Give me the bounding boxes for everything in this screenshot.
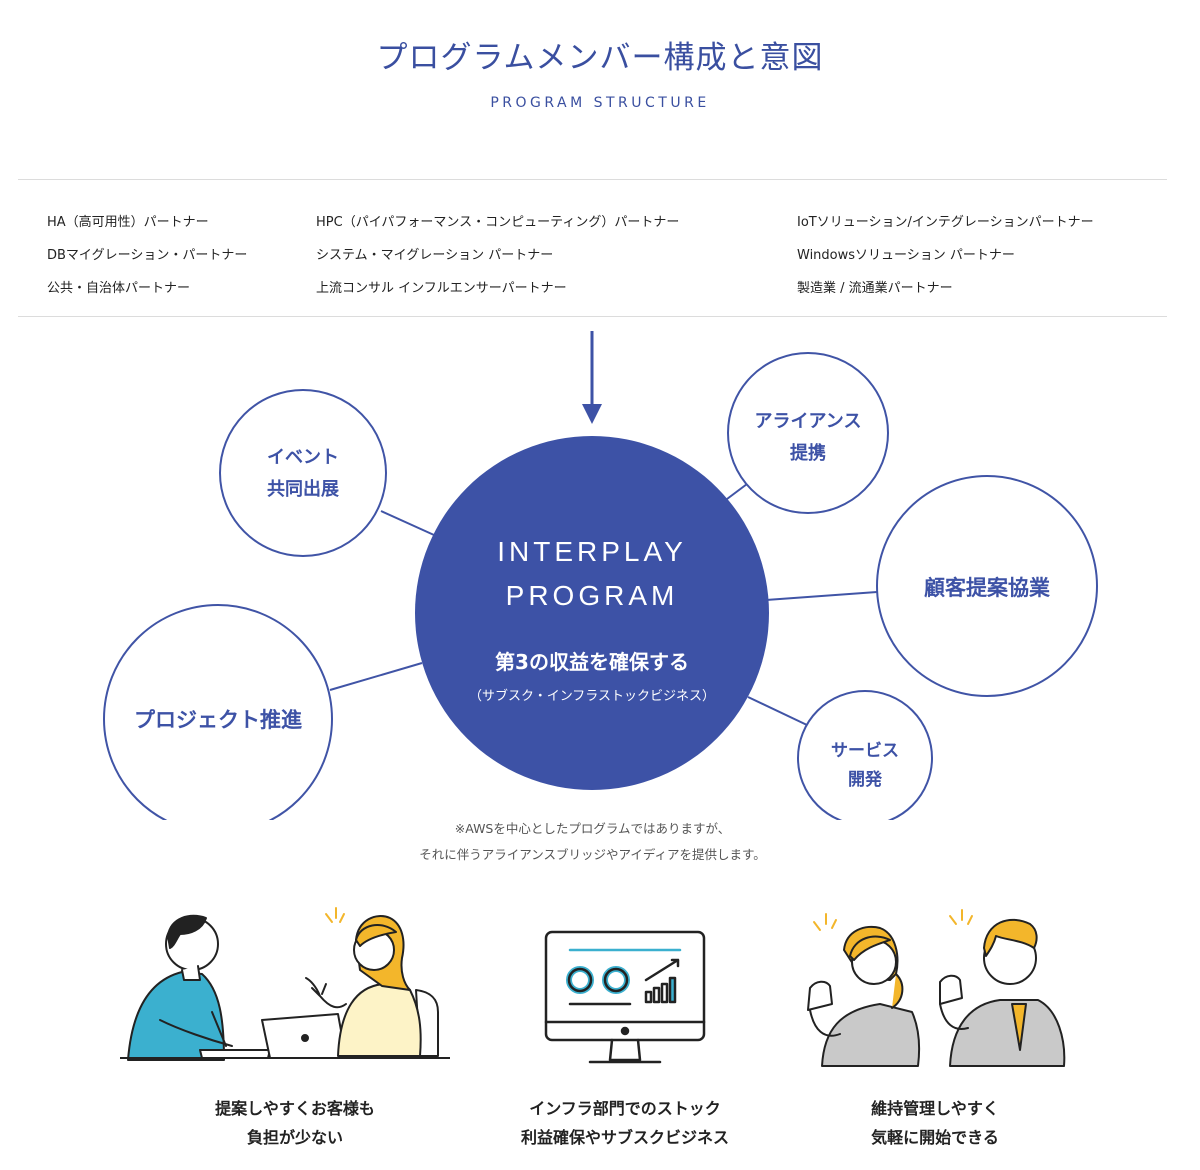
partner-column-3: IoTソリューション/インテグレーションパートナー Windowsソリューション… [797, 206, 1094, 305]
partner-item: HPC（パイパフォーマンス・コンピューティング）パートナー [316, 215, 680, 230]
partner-item: DBマイグレーション・パートナー [47, 248, 248, 263]
note-line: ※AWSを中心としたプログラムではありますが、 [454, 821, 731, 836]
center-title-line2: PROGRAM [506, 580, 679, 611]
benefit-line: 維持管理しやすく [871, 1099, 999, 1118]
satellite-service-label-1: サービス [831, 741, 899, 761]
page-subtitle: PROGRAM STRUCTURE [490, 95, 710, 111]
program-diagram: INTERPLAY PROGRAM 第3の収益を確保する （サブスク・インフラス… [103, 331, 1098, 820]
satellite-alliance-label-2: 提携 [790, 442, 826, 464]
divider-top [18, 179, 1167, 180]
center-circle [415, 436, 769, 790]
partner-item: Windowsソリューション パートナー [797, 248, 1015, 263]
partner-column-1: HA（高可用性）パートナー DBマイグレーション・パートナー 公共・自治体パート… [47, 206, 247, 305]
satellite-customer [876, 475, 1098, 697]
partner-item: 上流コンサル インフルエンサーパートナー [316, 281, 567, 296]
benefit-caption-2: インフラ部門でのストック 利益確保やサブスクビジネス [460, 1094, 790, 1152]
satellite-event-label-2: 共同出展 [267, 478, 340, 500]
monitor-chart-illustration-icon [544, 930, 706, 1064]
satellite-project [103, 604, 333, 820]
diagram-note: ※AWSを中心としたプログラムではありますが、 それに伴うアライアンスブリッジや… [0, 816, 1185, 868]
partner-item: 公共・自治体パートナー [47, 281, 191, 296]
benefit-caption-1: 提案しやすくお客様も 負担が少ない [130, 1094, 460, 1152]
satellite-project-label: プロジェクト推進 [134, 708, 302, 732]
partner-item: システム・マイグレーション パートナー [316, 248, 554, 263]
down-arrow-icon [582, 331, 602, 424]
satellite-event [219, 389, 387, 557]
partner-item: HA（高可用性）パートナー [47, 215, 209, 230]
benefit-line: 利益確保やサブスクビジネス [520, 1128, 729, 1147]
page-title: プログラムメンバー構成と意図 [376, 40, 824, 76]
divider-bottom [18, 316, 1167, 317]
benefit-line: インフラ部門でのストック [529, 1099, 721, 1118]
benefit-line: 提案しやすくお客様も [215, 1099, 375, 1118]
partner-item: 製造業 / 流通業パートナー [797, 281, 953, 296]
center-sub-text: （サブスク・インフラストックビジネス） [469, 688, 715, 704]
partner-item: IoTソリューション/インテグレーションパートナー [797, 215, 1094, 230]
benefit-line: 負担が少ない [246, 1128, 343, 1147]
cheering-people-illustration-icon [807, 909, 1066, 1067]
meeting-illustration-icon [120, 907, 450, 1061]
partner-list: HA（高可用性）パートナー DBマイグレーション・パートナー 公共・自治体パート… [0, 206, 1200, 306]
benefit-caption-3: 維持管理しやすく 気軽に開始できる [770, 1094, 1100, 1152]
center-main-text: 第3の収益を確保する [495, 650, 689, 674]
center-title-line1: INTERPLAY [497, 536, 687, 567]
satellite-customer-label: 顧客提案協業 [924, 576, 1051, 600]
satellite-event-label-1: イベント [267, 447, 339, 468]
satellite-service-label-2: 開発 [848, 769, 883, 790]
benefit-line: 気軽に開始できる [871, 1128, 999, 1147]
satellite-alliance-label-1: アライアンス [755, 411, 862, 432]
satellite-alliance [727, 352, 889, 514]
partner-column-2: HPC（パイパフォーマンス・コンピューティング）パートナー システム・マイグレー… [316, 206, 679, 305]
satellite-service [797, 690, 933, 820]
note-line: それに伴うアライアンスブリッジやアイディアを提供します。 [419, 847, 766, 862]
